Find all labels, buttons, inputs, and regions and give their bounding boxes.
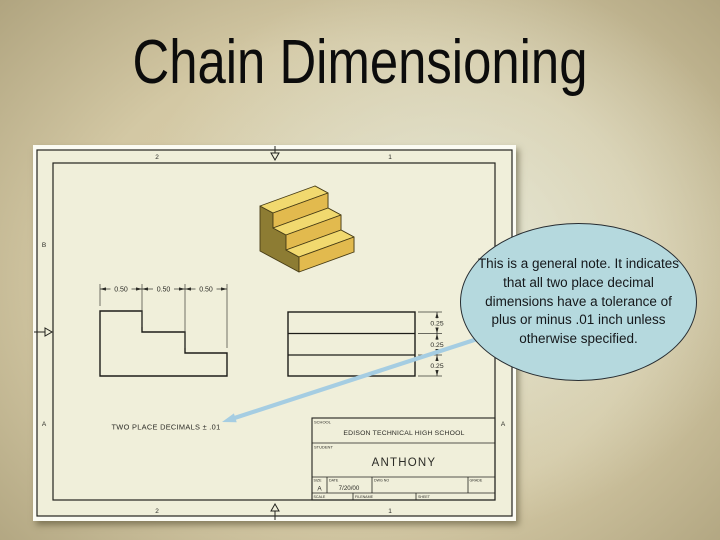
- school-name: EDISON TECHNICAL HIGH SCHOOL: [343, 430, 464, 437]
- zone-bottom-1: 1: [388, 508, 392, 515]
- side-dim-3: 0.25: [430, 363, 443, 370]
- size-label: SIZE: [314, 479, 323, 483]
- front-view-dimensions: 0.50 0.50 0.50: [100, 283, 227, 295]
- size-value: A: [317, 486, 322, 493]
- filename-label: FILENAME: [355, 495, 374, 499]
- grade-label: GRADE: [470, 479, 483, 483]
- side-view-dimensions: 0.25 0.25 0.25: [427, 312, 447, 376]
- top-center-mark-arrow-icon: [270, 152, 280, 162]
- front-dim-3: 0.50: [199, 287, 213, 294]
- drawing-sheet: 2 1 2 1 B A A: [33, 145, 516, 521]
- sheet-label: SHEET: [418, 495, 431, 499]
- stairs-riser-3: [298, 236, 355, 273]
- callout-text: This is a general note. It indicates tha…: [477, 255, 680, 347]
- student-label: STUDENT: [314, 445, 333, 450]
- callout-ellipse: This is a general note. It indicates tha…: [460, 223, 697, 381]
- isometric-stairs: [259, 185, 355, 273]
- general-note: TWO PLACE DECIMALS ± .01: [111, 423, 220, 432]
- bottom-center-mark-arrow-icon: [270, 502, 280, 512]
- zone-left-a: A: [42, 421, 47, 428]
- date-label: DATE: [329, 479, 339, 483]
- drawing-sheet-svg: 2 1 2 1 B A A: [34, 146, 513, 520]
- front-view-extension-lines: [99, 284, 228, 348]
- front-dim-1: 0.50: [114, 287, 128, 294]
- zone-left-b: B: [42, 242, 46, 249]
- zone-bottom-2: 2: [155, 508, 159, 515]
- front-dim-2: 0.50: [157, 287, 171, 294]
- zone-right-a: A: [501, 421, 506, 428]
- zone-labels: 2 1 2 1 B A A: [42, 154, 506, 515]
- slide-title: Chain Dimensioning: [132, 28, 588, 97]
- student-name: ANTHONY: [372, 457, 437, 469]
- school-label: SCHOOL: [314, 420, 332, 425]
- left-center-mark-arrow-icon: [44, 327, 54, 337]
- date-value: 7/20/00: [339, 485, 360, 492]
- scale-label: SCALE: [314, 495, 326, 499]
- dwg-no-label: DWG NO: [374, 479, 389, 483]
- side-dim-2: 0.25: [430, 342, 443, 349]
- front-view: 0.50 0.50 0.50: [99, 283, 228, 377]
- zone-top-2: 2: [155, 154, 159, 161]
- zone-top-1: 1: [388, 154, 392, 161]
- border-center-marks: [34, 146, 280, 520]
- side-dim-1: 0.25: [430, 321, 443, 328]
